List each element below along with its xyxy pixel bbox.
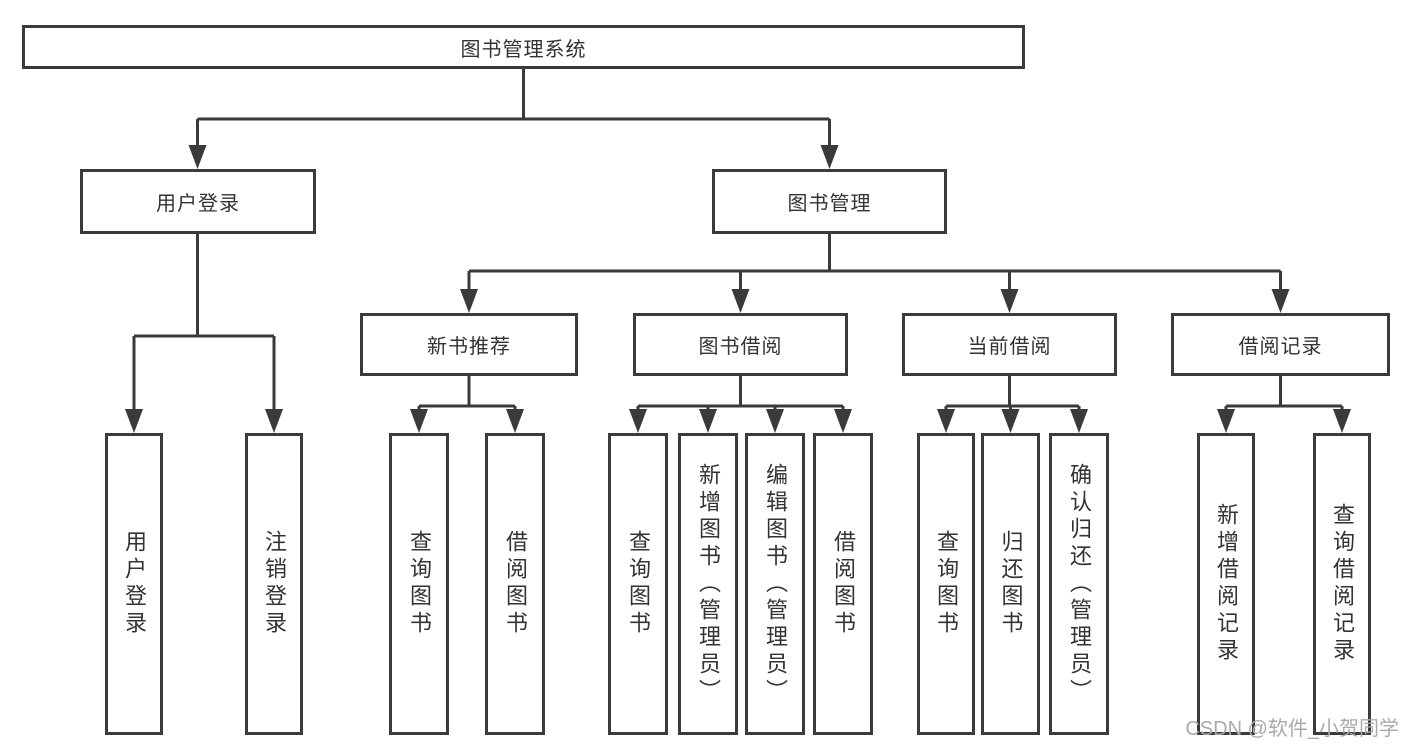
node-current-borrow: 当前借阅 bbox=[902, 313, 1117, 376]
leaf-nbr-borrow-book: 借阅图书 bbox=[485, 433, 545, 735]
leaf-cb-confirm-return-admin: 确认归还（管理员） bbox=[1049, 433, 1109, 735]
leaf-user-login: 用户登录 bbox=[105, 433, 163, 735]
leaf-cb-query-book: 查询图书 bbox=[917, 433, 975, 735]
node-root-system: 图书管理系统 bbox=[22, 25, 1025, 69]
connector-new-book-rec-to-leaves bbox=[410, 376, 524, 433]
node-book-mgmt: 图书管理 bbox=[712, 169, 947, 234]
node-borrow-records: 借阅记录 bbox=[1171, 313, 1390, 376]
connector-current-borrow-to-leaves bbox=[937, 376, 1088, 433]
leaf-bb-query-book: 查询图书 bbox=[608, 433, 668, 735]
leaf-cb-return-book: 归还图书 bbox=[981, 433, 1040, 735]
connector-borrow-records-to-leaves bbox=[1217, 376, 1351, 433]
leaf-br-query-record: 查询借阅记录 bbox=[1313, 433, 1371, 735]
connector-root-to-level2 bbox=[188, 69, 839, 169]
leaf-bb-edit-book-admin: 编辑图书（管理员） bbox=[745, 433, 805, 735]
leaf-bb-borrow-book: 借阅图书 bbox=[813, 433, 873, 735]
node-book-borrow: 图书借阅 bbox=[633, 313, 848, 376]
leaf-bb-add-book-admin: 新增图书（管理员） bbox=[678, 433, 738, 735]
node-new-book-rec: 新书推荐 bbox=[360, 313, 578, 376]
node-user-login: 用户登录 bbox=[80, 169, 316, 234]
csdn-watermark: CSDN @软件_小贺同学 bbox=[1185, 718, 1399, 740]
leaf-nbr-query-book: 查询图书 bbox=[389, 433, 449, 735]
connector-book-mgmt-to-level3 bbox=[460, 234, 1290, 313]
connector-user-login-to-leaves bbox=[125, 234, 283, 433]
leaf-br-add-record: 新增借阅记录 bbox=[1197, 433, 1255, 735]
leaf-logout: 注销登录 bbox=[245, 433, 303, 735]
connector-book-borrow-to-leaves bbox=[629, 376, 852, 433]
